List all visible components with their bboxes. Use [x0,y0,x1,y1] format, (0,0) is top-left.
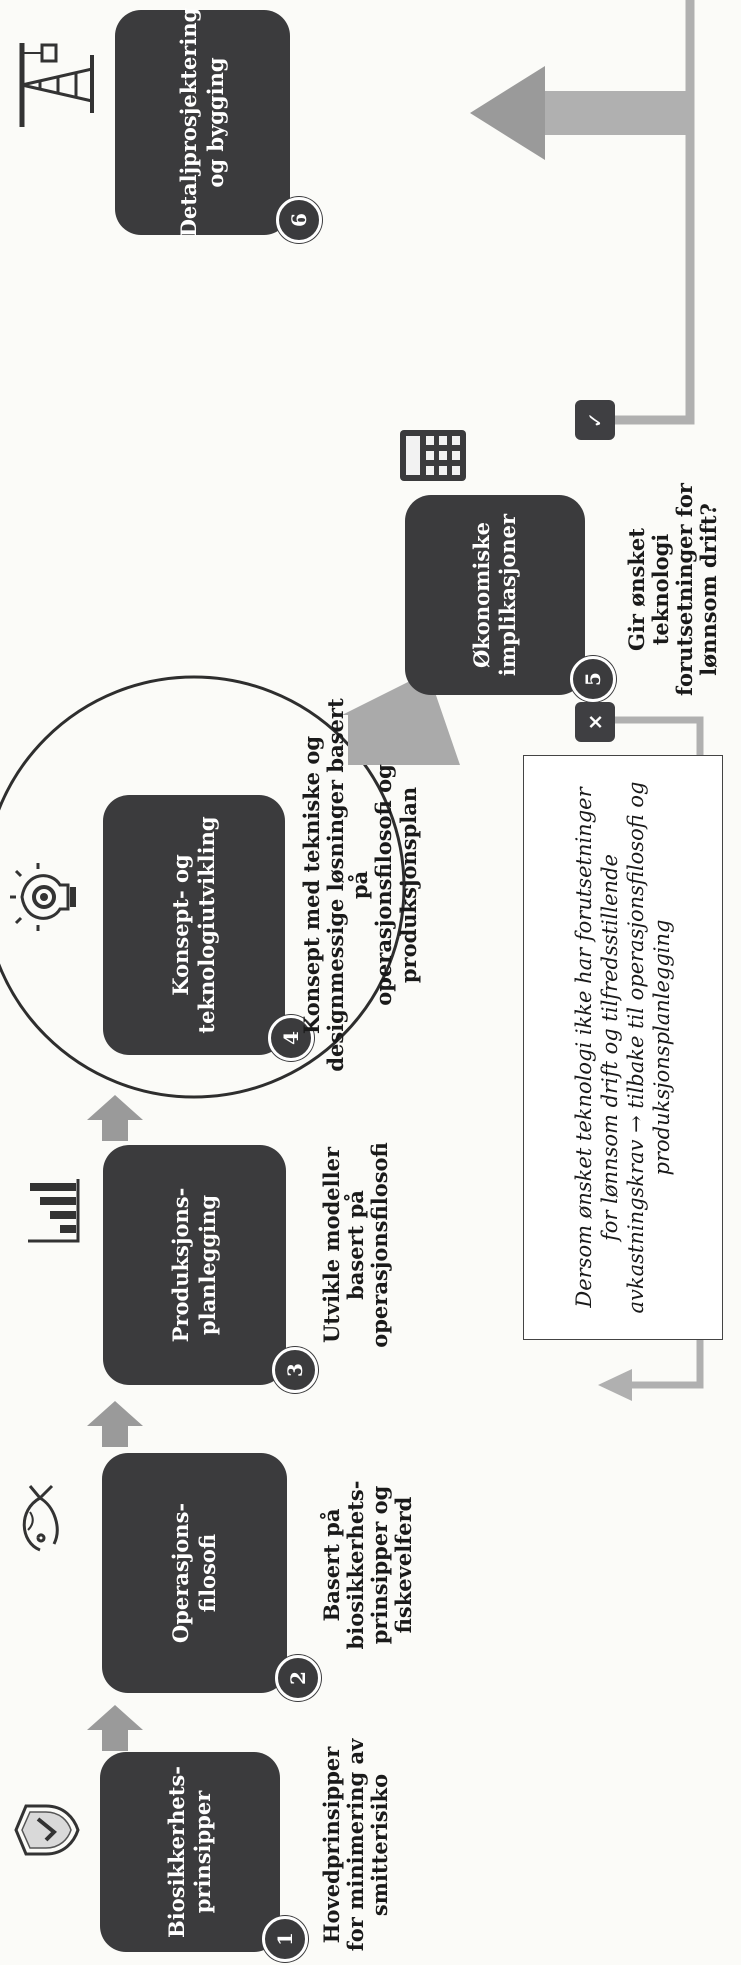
arrow-4-5 [342,672,460,765]
feedback-note: Dersom ønsket teknologi ikke har forutse… [523,755,723,1340]
yes-check-icon: ✓ [575,400,615,440]
step-number-6: 6 [276,197,322,243]
lightbulb-gear-icon [10,863,76,931]
step-box-1: Biosikkerhets- prinsipper [100,1752,280,1952]
step-box-3: Produksjons- planlegging [103,1145,286,1385]
construction-crane-icon [19,43,94,127]
yes-arrowhead [470,66,545,160]
step-box-2: Operasjons- filosofi [102,1453,287,1693]
fish-icon [22,1484,59,1552]
yes-arrow-shaft [540,91,690,135]
arrow-2-3 [87,1401,143,1447]
step-description-1: Hovedprinsipper for minimering av smitte… [319,1738,393,1952]
step-number-5: 5 [570,656,616,702]
step-description-2: Basert på biosikkerhets- prinsipper og f… [319,1480,417,1650]
step-description-3: Utvikle modeller basert på operasjonsfil… [319,1142,393,1348]
step-box-5: Økonomiske implikasjoner [405,495,585,695]
step-description-5: Gir ønsket teknologi forutsetninger for … [624,483,722,696]
step-title-5: Økonomiske implikasjoner [468,513,520,677]
step-title-6: Detaljprosjektering og bygging [176,7,228,238]
calculator-icon [400,430,466,481]
focus-circle [0,675,406,1099]
no-mark-icon: × [575,702,615,742]
growth-steps-icon [28,1179,80,1243]
step-number-3: 3 [272,1347,318,1393]
step-box-6: Detaljprosjektering og bygging [115,7,290,238]
step-description-4: Konsept med tekniske og designmessige lø… [299,698,421,1072]
step-title-2: Operasjons- filosofi [168,1502,220,1644]
step-title-1: Biosikkerhets- prinsipper [163,1766,215,1938]
step-box-4: Konsept- og teknologiutvikling [103,795,285,1055]
step-number-2: 2 [275,1655,321,1701]
arrow-3-4 [87,1095,143,1141]
feedback-arrowhead [598,1369,632,1401]
yes-line [598,0,695,425]
shield-check-icon [14,1804,80,1856]
step-number-1: 1 [262,1916,308,1962]
step-title-3: Produksjons- planlegging [168,1187,220,1343]
arrow-1-2 [87,1705,143,1751]
step-title-4: Konsept- og teknologiutvikling [167,816,219,1034]
